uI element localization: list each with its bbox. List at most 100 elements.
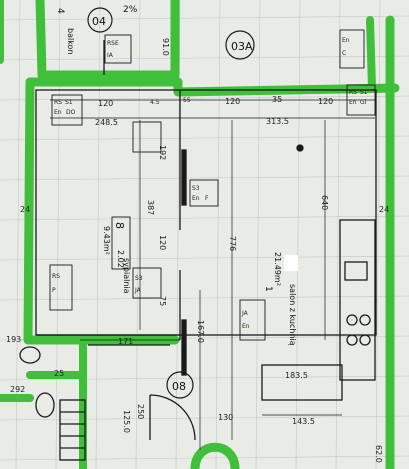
balcony-name: balkon [66, 28, 75, 55]
balcony-percent: 2% [123, 5, 138, 15]
living-name-group: salon z kuchnią [288, 284, 297, 346]
kitchen-counter [261, 364, 343, 401]
balcony-no-group: 4 [55, 8, 65, 14]
tag-en-5: En [342, 37, 350, 44]
radiator-grid [59, 399, 86, 461]
living-area: 21.49m² [273, 252, 282, 286]
dim-250: 250 [136, 404, 145, 419]
sink [344, 261, 368, 281]
dim-313-5: 313.5 [266, 117, 289, 126]
hall-number-circle [166, 371, 194, 399]
dim-120-b: 120 [225, 97, 240, 106]
door-swing [149, 394, 196, 441]
dim-75: 75 [158, 296, 167, 306]
bedroom-name: sypialnia [122, 258, 131, 294]
dim-776-group: 776 [228, 236, 237, 251]
main-room-outline [35, 89, 377, 336]
dim-248-5: 248.5 [95, 118, 118, 127]
dim-55: 55 [183, 97, 191, 104]
balcony-name-group: balkon [66, 28, 75, 55]
right-upper-wall [366, 16, 376, 92]
ceiling-point [296, 144, 304, 152]
dim-91: 91.0 [161, 38, 170, 56]
dim-387: 387 [146, 200, 155, 215]
bedroom-no-group: 8 [113, 222, 126, 229]
bedroom-code-group: 2.02 [116, 250, 125, 268]
dim-130: 130 [218, 413, 233, 422]
entry-wall-arc [190, 442, 240, 469]
dimension-labels: 120 4.5 55 120 35 120 248.5 313.5 24 24 … [6, 95, 389, 426]
tag-p-1: P [52, 287, 56, 294]
tag-c-1: C [342, 50, 346, 57]
tag-s3-2: S3 [135, 275, 143, 282]
dim-120-v: 120 [158, 235, 167, 250]
redacted-patch [284, 255, 298, 271]
washbasin [35, 392, 55, 418]
tag-rse: RSE [107, 40, 119, 47]
tag-en-4: En [242, 323, 250, 330]
dim-193: 193 [6, 335, 21, 344]
dim-192: 192 [158, 145, 167, 160]
dim-292: 292 [10, 385, 25, 394]
structural-lines [19, 40, 377, 461]
dim-125-group: 125.0 [122, 410, 131, 433]
dim-25: 25 [54, 369, 64, 378]
tag-en-3: En [192, 195, 200, 202]
dim-120-a: 120 [98, 99, 113, 108]
tag-en-2: En [349, 99, 357, 106]
room-number-circle [225, 30, 255, 60]
tag-gi-2: Gi [360, 99, 367, 106]
dim-120v-group: 120 [158, 235, 167, 250]
dim-183-5: 183.5 [285, 371, 308, 380]
dim-776: 776 [228, 236, 237, 251]
tag-s1-2: S1 [360, 89, 368, 96]
kitchen-unit [339, 219, 376, 381]
dim-167-group: 167.0 [196, 320, 205, 343]
dim-62-group: 62.0 [374, 445, 383, 463]
dim-250-group: 250 [136, 404, 145, 419]
room-label-03a: 03A [231, 40, 253, 53]
dim-640: 640 [320, 195, 329, 210]
bedroom-area: 9.43m² [102, 226, 111, 255]
dim-387-group: 387 [146, 200, 155, 215]
dim-192-group: 192 [158, 145, 167, 160]
living-no-group: 1 [263, 286, 273, 292]
dim-24-b: 24 [379, 205, 389, 214]
tag-s1-1: S1 [65, 99, 73, 106]
toilet [19, 346, 41, 364]
tag-s3-1: S3 [192, 185, 200, 192]
top-wall-right [173, 77, 400, 97]
dim-91-group: 91.0 [161, 38, 170, 56]
tag-rs-1: RS [54, 99, 62, 106]
dim-143-5: 143.5 [292, 417, 315, 426]
tag-rs-3: RS [52, 273, 60, 280]
living-name: salon z kuchnią [288, 284, 297, 346]
tag-texts: RS S1 En DO RS S1 En Gi S3 En F S3 JA JA… [52, 37, 368, 330]
tag-do-1: DO [66, 109, 76, 116]
bedroom-no: 8 [113, 222, 126, 229]
bedroom-area-group: 9.43m² [102, 226, 111, 255]
dim-167: 167.0 [196, 320, 205, 343]
bedroom-code: 2.02 [116, 250, 125, 268]
dim-62: 62.0 [374, 445, 383, 463]
dim-75-group: 75 [158, 296, 167, 306]
dim-171: 171 [118, 337, 133, 346]
dim-24-a: 24 [20, 205, 30, 214]
tag-ja-1: JA [134, 287, 142, 294]
dim-35: 35 [272, 95, 282, 104]
tag-en-1: En [54, 109, 62, 116]
living-no: 1 [263, 286, 273, 292]
balcony-wall [35, 0, 180, 80]
tag-rs-2: RS [349, 89, 357, 96]
balcony-no: 4 [55, 8, 65, 14]
dim-125: 125.0 [122, 410, 131, 433]
bedroom-name-group: sypialnia [122, 258, 131, 294]
tag-f-1: F [205, 195, 209, 202]
balcony-number-circle [87, 7, 113, 33]
room-label-08: 08 [172, 380, 186, 393]
living-area-group: 21.49m² [273, 252, 282, 286]
dim-120-c: 120 [318, 97, 333, 106]
